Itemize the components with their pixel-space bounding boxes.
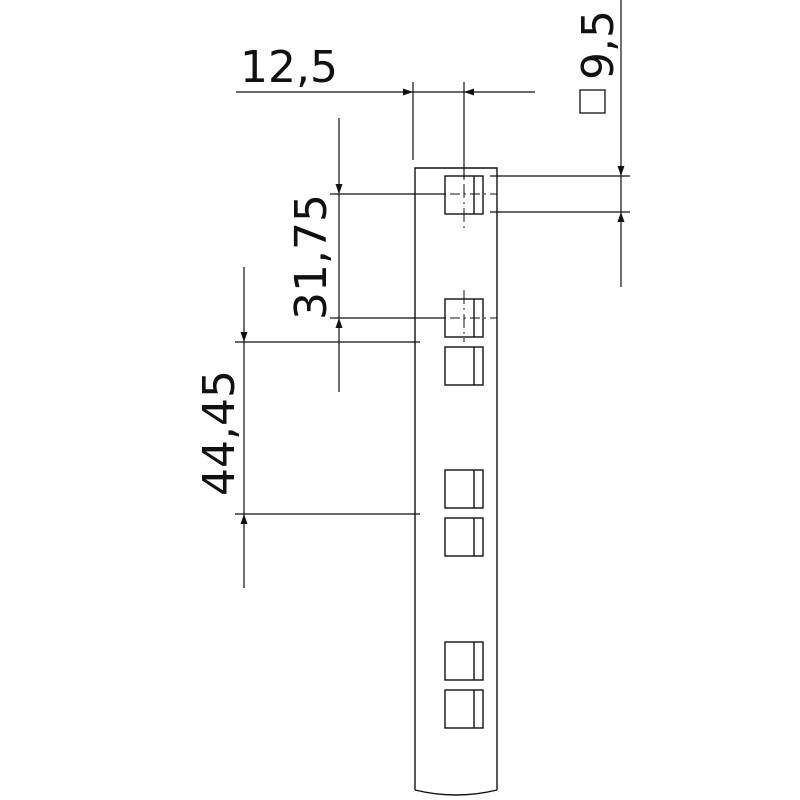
rack-rail <box>414 167 498 796</box>
dimension-label-12-5: 12,5 <box>240 42 338 93</box>
square-hole <box>444 641 484 681</box>
dimension-label-31-75: 31,75 <box>286 194 337 320</box>
dimension-label-9-5: 9,5 <box>573 10 624 80</box>
square-hole <box>444 469 484 509</box>
dimension-44-45 <box>235 267 420 588</box>
square-hole <box>444 346 484 386</box>
dimension-9-5 <box>490 0 630 287</box>
square-hole <box>444 689 484 729</box>
square-hole <box>444 517 484 557</box>
center-lines <box>430 160 497 342</box>
square-holes <box>444 175 484 729</box>
dimension-31-75 <box>330 118 445 392</box>
square-symbol-icon <box>579 89 606 114</box>
dimension-12-5 <box>236 82 535 178</box>
dimension-label-44-45: 44,45 <box>194 370 245 496</box>
